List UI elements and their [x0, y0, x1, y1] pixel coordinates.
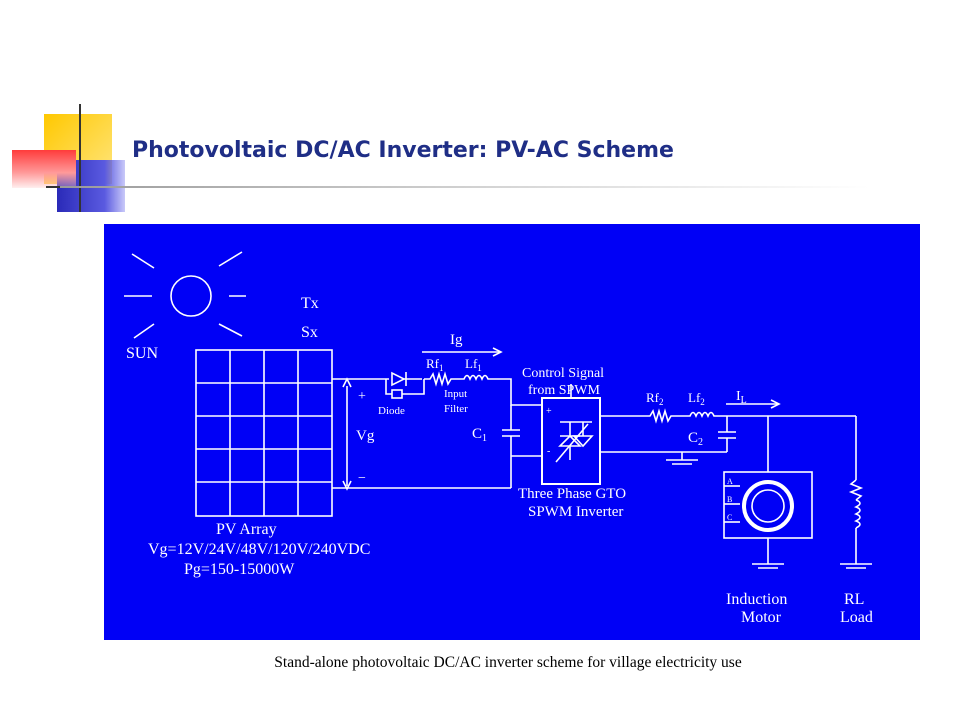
sx-label: Sx: [301, 324, 318, 341]
c2-label: C2: [688, 430, 703, 448]
inverter-label-2: SPWM Inverter: [528, 504, 623, 520]
lf1-inductor: [456, 374, 504, 382]
switch-minus-label: -: [547, 446, 550, 457]
sun-icon: [124, 251, 246, 339]
rf1-label: Rf1: [426, 356, 444, 373]
circuit-svg: SUN Tx Sx Ig Rf1 Lf1 Diode Input Filter …: [124, 251, 873, 626]
deco-red-square: [12, 150, 76, 188]
vg-label: Vg: [356, 428, 375, 444]
switch-plus-label: +: [546, 406, 552, 417]
phase-a-label: A: [727, 477, 733, 486]
c1-capacitor: [502, 405, 520, 488]
c2-capacitor: [600, 416, 736, 453]
corner-decoration: [0, 0, 130, 215]
top-wire-to-inverter: [504, 378, 542, 406]
lf1-label: Lf1: [465, 356, 482, 373]
motor-label-2: Motor: [741, 609, 782, 626]
figure-caption: Stand-alone photovoltaic DC/AC inverter …: [274, 654, 742, 671]
ground-symbol-inverter: [666, 452, 698, 465]
inverter-scheme-diagram: SUN Tx Sx Ig Rf1 Lf1 Diode Input Filter …: [104, 224, 920, 640]
pv-array-label: PV Array: [216, 521, 277, 538]
inverter-label-1: Three Phase GTO: [518, 486, 626, 502]
tx-label: Tx: [301, 295, 319, 312]
vg-spec-label: Vg=12V/24V/48V/120V/240VDC: [148, 541, 370, 558]
lf2-inductor: [682, 411, 729, 419]
induction-motor-symbol: [723, 416, 813, 569]
phase-b-label: B: [727, 495, 732, 504]
ig-label: Ig: [450, 332, 463, 348]
rf2-resistor: [644, 408, 682, 424]
motor-label-1: Induction: [726, 591, 787, 608]
pg-spec-label: Pg=150-15000W: [184, 561, 295, 578]
slide-title: Photovoltaic DC/AC Inverter: PV-AC Schem…: [132, 138, 674, 163]
rl-load-symbol: [840, 416, 872, 569]
plus-label: +: [358, 389, 366, 404]
input-filter-label-1: Input: [444, 388, 467, 400]
phase-c-label: C: [727, 513, 732, 522]
control-signal-label-2: from SPWM: [528, 383, 601, 398]
ig-arrow: [422, 347, 503, 357]
rf1-resistor: [424, 371, 456, 387]
c1-label: C1: [472, 426, 487, 444]
input-filter-label-2: Filter: [444, 403, 468, 415]
rf2-label: Rf2: [646, 390, 664, 407]
sun-label: SUN: [126, 345, 158, 362]
title-divider: [60, 186, 870, 188]
load-label-1: RL: [844, 591, 864, 608]
deco-vertical-line: [79, 104, 81, 212]
il-label: IL: [736, 389, 747, 406]
minus-label: −: [358, 471, 366, 486]
pv-array-grid: [195, 349, 333, 517]
diode-symbol: [385, 371, 425, 399]
vg-arrow: [342, 377, 352, 491]
diode-label: Diode: [378, 405, 405, 417]
control-signal-label-1: Control Signal: [522, 366, 604, 381]
il-arrow: [726, 399, 781, 409]
load-label-2: Load: [840, 609, 873, 626]
lf2-label: Lf2: [688, 390, 705, 407]
